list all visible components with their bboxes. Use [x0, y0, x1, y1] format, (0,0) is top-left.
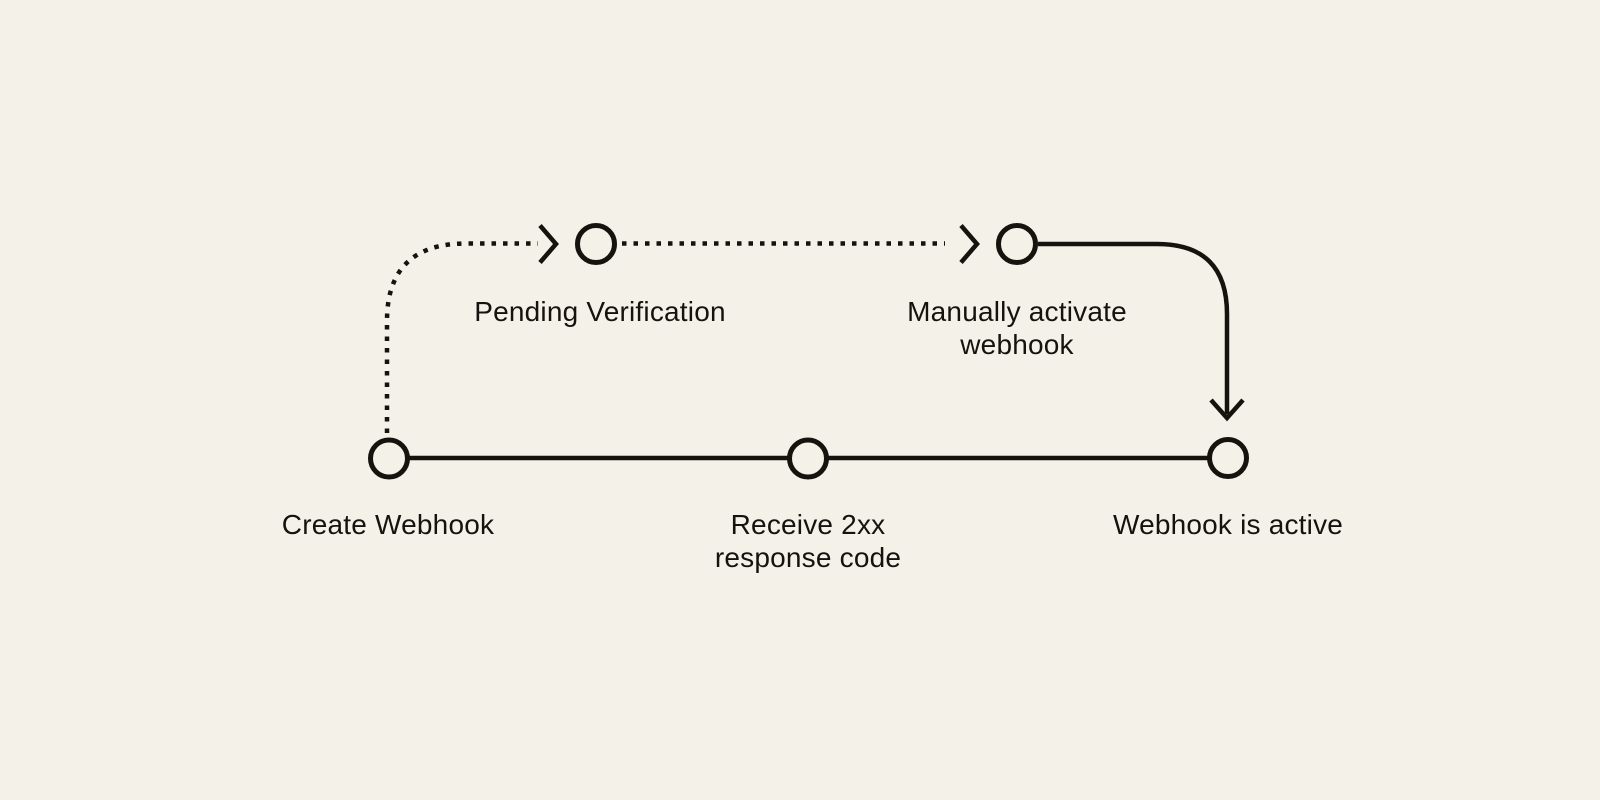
- label-webhook-is-active-text: Webhook is active: [1112, 509, 1344, 540]
- label-pending-verification-text: Pending Verification: [474, 296, 726, 327]
- label-create-webhook: Create Webhook: [282, 508, 494, 541]
- label-receive-2xx-response-code: Receive 2xx response code: [715, 508, 901, 574]
- node-receive-2xx-circle: [787, 437, 829, 480]
- arrowhead-down-into-active-icon: [1209, 398, 1245, 422]
- label-pending-verification: Pending Verification: [474, 295, 726, 328]
- node-webhook-active-circle: [1207, 437, 1249, 479]
- node-manually-activate-circle: [996, 223, 1038, 265]
- label-manually-activate-webhook: Manually activate webhook: [907, 295, 1127, 361]
- label-receive-2xx-line1: Receive 2xx: [730, 509, 886, 540]
- arrowhead-into-manual-icon: [959, 224, 980, 264]
- arrowhead-into-pending-icon: [538, 224, 559, 264]
- label-manually-activate-line1: Manually activate: [907, 296, 1127, 327]
- label-create-webhook-text: Create Webhook: [281, 509, 495, 540]
- label-receive-2xx-line2: response code: [714, 542, 902, 573]
- node-pending-verification-circle: [575, 223, 617, 265]
- node-create-webhook-circle: [368, 437, 410, 480]
- edge-create-to-pending-dotted: [384, 241, 538, 433]
- label-webhook-is-active: Webhook is active: [1113, 508, 1343, 541]
- edge-manual-to-active-curve: [1038, 241, 1230, 414]
- label-manually-activate-line2: webhook: [960, 329, 1074, 360]
